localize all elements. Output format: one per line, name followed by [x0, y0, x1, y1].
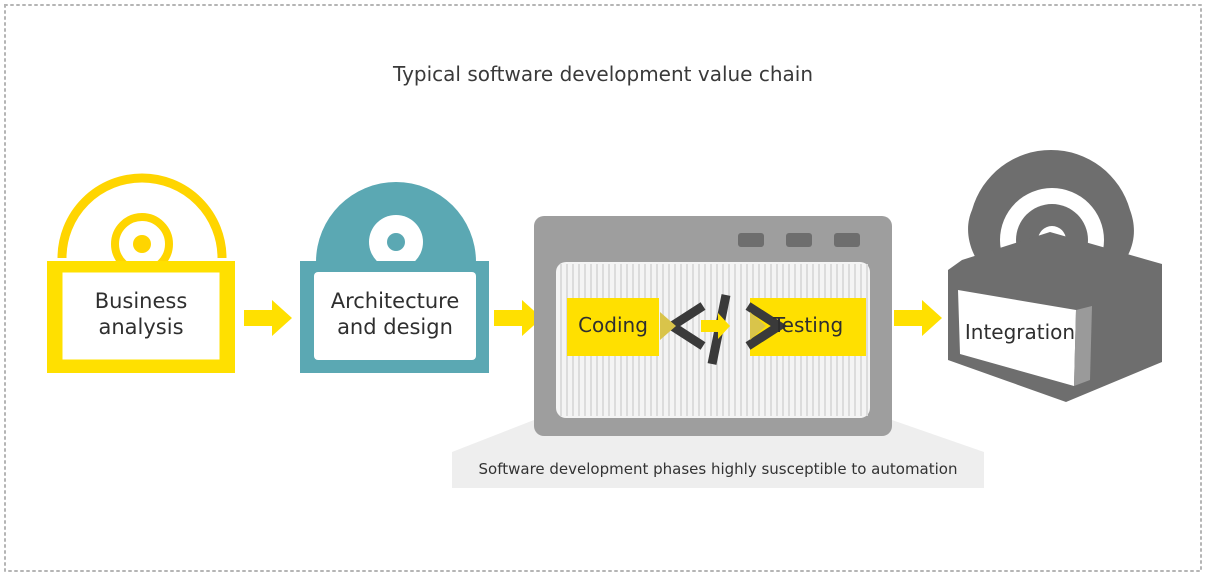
arrow-icon: [494, 300, 542, 336]
coding-box: [567, 298, 659, 356]
architecture-design-stage: [300, 182, 489, 373]
caption-background: [452, 452, 984, 488]
code-brackets-icon: [660, 294, 788, 365]
integration-stage: [948, 149, 1162, 402]
diagram-title: Typical software development value chain: [392, 62, 814, 86]
arrow-icon: [244, 300, 292, 336]
automation-caption: Software development phases highly susce…: [478, 460, 958, 478]
business-analysis-stage: [47, 173, 235, 373]
business-analysis-label: Business analysis: [94, 289, 188, 340]
testing-label: Testing: [772, 313, 844, 337]
integration-label: Integration: [964, 320, 1076, 344]
coding-label: Coding: [578, 313, 648, 337]
architecture-design-label: Architecture and design: [330, 289, 460, 340]
arrow-icon: [894, 300, 942, 336]
